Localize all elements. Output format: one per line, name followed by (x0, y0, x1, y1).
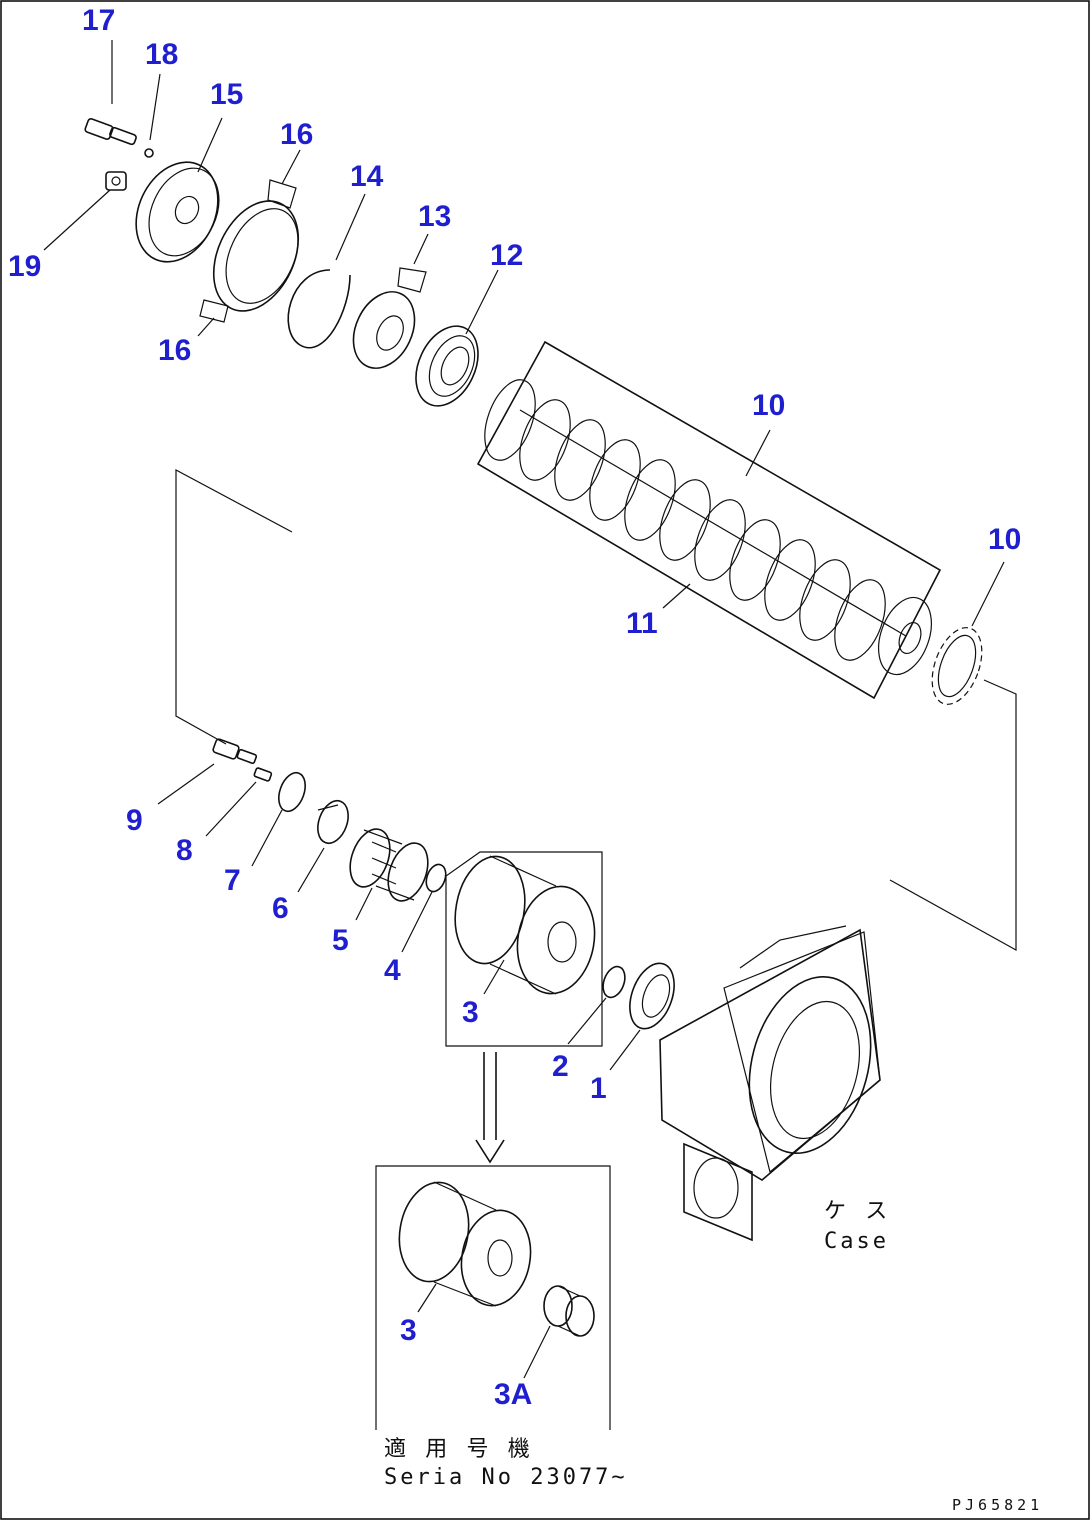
leader-lines (43, 40, 1005, 1379)
case-label-en: Case (824, 1229, 889, 1254)
part-7-spacer (278, 771, 306, 813)
callout-18: 18 (145, 38, 178, 71)
callout-19: 19 (8, 250, 41, 283)
transmission-case (659, 925, 881, 1242)
part-3-frame (445, 851, 603, 1047)
callout-17: 17 (82, 4, 115, 37)
part-3-gear-drum (454, 855, 596, 995)
part-13-washer (352, 267, 427, 369)
callout-labels: 17 18 15 16 14 13 12 19 16 10 10 11 9 8 … (8, 4, 1021, 1411)
part-2-ring (602, 965, 626, 999)
part-3a-bushing (543, 1285, 595, 1337)
callout-10-upper: 10 (752, 389, 785, 422)
part-4-ring (425, 863, 447, 893)
part-12-bearing (415, 325, 479, 407)
part-14-snap-ring (287, 269, 351, 349)
callout-3-serial: 3 (400, 1314, 417, 1347)
assembly-line-left (175, 468, 293, 745)
part-8-washer (253, 767, 273, 782)
callout-1: 1 (590, 1072, 607, 1105)
callout-5: 5 (332, 924, 349, 957)
callout-15: 15 (210, 78, 243, 111)
part-9-bolt (212, 738, 258, 765)
part-18-washer (144, 148, 154, 158)
callout-16-lower: 16 (158, 334, 191, 367)
callout-12: 12 (490, 239, 523, 272)
part-17-bolt (84, 118, 137, 146)
part-10-friction-plate (931, 627, 983, 705)
serial-note-en: Seria No 23077~ (384, 1465, 628, 1490)
callout-3a: 3A (494, 1378, 532, 1411)
callout-14: 14 (350, 160, 384, 193)
part-15-cover (135, 161, 220, 263)
callout-8: 8 (176, 834, 193, 867)
assembly-line-right (889, 679, 1017, 952)
callout-7: 7 (224, 864, 241, 897)
part-1-bearing (629, 962, 675, 1030)
callout-9: 9 (126, 804, 143, 837)
callout-10-lower: 10 (988, 523, 1021, 556)
serial-note-jp: 適 用 号 機 (384, 1437, 533, 1462)
part-6-collar (317, 799, 349, 845)
callout-6: 6 (272, 892, 289, 925)
detail-arrow (475, 1052, 505, 1164)
callout-16-upper: 16 (280, 118, 313, 151)
part-3-gear-drum-serial (398, 1181, 532, 1307)
callout-11: 11 (626, 607, 658, 640)
callout-2: 2 (552, 1050, 569, 1083)
serial-detail-box (375, 1165, 611, 1430)
callout-13: 13 (418, 200, 451, 233)
part-16-seal (199, 179, 300, 323)
callout-3: 3 (462, 996, 479, 1029)
part-5-needle-bearing (349, 828, 429, 902)
part-10-11-clutch-plate-stack (476, 340, 942, 700)
callout-4: 4 (384, 954, 401, 987)
drawing-code: PJ65821 (952, 1496, 1043, 1514)
case-label-jp: ケ ス (824, 1199, 890, 1224)
part-19-fitting (105, 171, 127, 191)
